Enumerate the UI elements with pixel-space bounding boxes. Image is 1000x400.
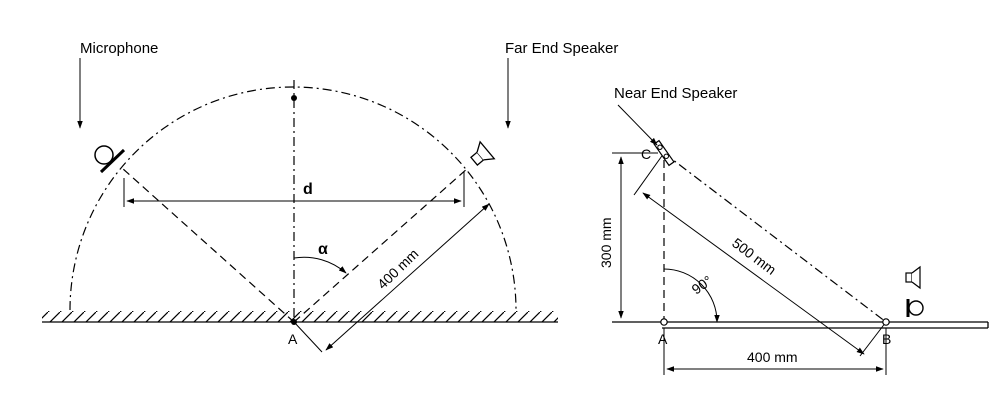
point-a-right-label: A <box>658 331 668 347</box>
hypotenuse-dimension-line <box>642 192 865 355</box>
alpha-label: α <box>318 241 328 258</box>
point-c-label: C <box>641 146 651 162</box>
measurement-arc <box>69 86 517 311</box>
point-a-label: A <box>288 331 298 347</box>
microphone-label: Microphone <box>80 40 158 57</box>
far-speaker-label: Far End Speaker <box>505 40 618 57</box>
line-to-microphone <box>121 167 295 323</box>
height-label: 300 mm <box>598 217 614 268</box>
far-speaker-icon <box>470 140 496 166</box>
distance-label: d <box>303 181 313 198</box>
radius-dimension-line <box>325 203 490 351</box>
point-b-label: B <box>882 331 891 347</box>
arc-top-point <box>291 95 297 101</box>
base-label: 400 mm <box>747 349 798 365</box>
speaker-b-icon <box>905 265 921 290</box>
hypotenuse-label: 500 mm <box>729 235 779 278</box>
point-b <box>882 318 890 326</box>
alpha-arc <box>293 256 347 274</box>
point-a <box>291 319 297 325</box>
microphone-icon <box>94 145 126 174</box>
near-speaker-pointer <box>617 104 658 146</box>
right-angle-arc <box>663 268 720 323</box>
right-angle-label: 90° <box>689 272 716 297</box>
left-diagram: d Microphone Far End Speaker α 400 mm A <box>42 40 618 353</box>
right-diagram: 300 mm 500 mm 90° 400 mm Near End Speake… <box>598 85 989 375</box>
microphone-b-icon <box>906 299 924 317</box>
point-a-right <box>660 318 668 326</box>
radius-extension <box>293 321 323 353</box>
hyp-extension-top <box>633 152 665 196</box>
floor-hatching <box>42 311 558 322</box>
near-speaker-label: Near End Speaker <box>614 85 737 102</box>
